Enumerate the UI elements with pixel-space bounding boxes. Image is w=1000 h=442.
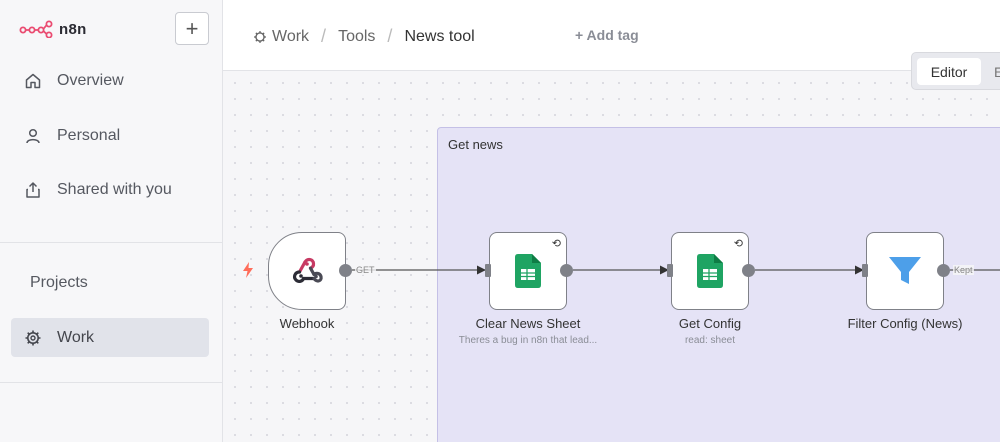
node-subtitle-get-config: read: sheet <box>684 335 736 346</box>
input-port[interactable] <box>862 264 868 277</box>
projects-heading: Projects <box>30 274 88 291</box>
breadcrumb-separator: / <box>321 26 327 46</box>
sidebar-item-label: Overview <box>57 72 124 89</box>
connection-label-get: GET <box>355 265 376 275</box>
view-tabs: Editor E <box>911 52 1000 90</box>
breadcrumb-separator: / <box>387 26 393 46</box>
sidebar: n8n + Overview Personal Shared with you … <box>0 0 223 442</box>
webhook-icon <box>293 257 323 284</box>
output-port[interactable] <box>560 264 573 277</box>
node-get-config[interactable]: ⟲ <box>671 232 749 310</box>
input-port[interactable] <box>485 264 491 277</box>
input-port[interactable] <box>667 264 673 277</box>
node-label-clear-news-sheet: Clear News Sheet <box>475 316 581 331</box>
tab-executions[interactable]: E <box>994 64 1000 80</box>
repeat-icon: ⟲ <box>551 238 561 250</box>
breadcrumb: Work / Tools / News tool <box>253 26 475 47</box>
sidebar-item-shared[interactable]: Shared with you <box>24 181 172 199</box>
connection-label-kept: Kept <box>953 265 974 275</box>
lightning-icon <box>243 262 253 278</box>
create-button[interactable]: + <box>175 12 209 45</box>
sidebar-item-overview[interactable]: Overview <box>24 72 124 90</box>
node-label-webhook: Webhook <box>279 316 335 331</box>
home-icon <box>25 73 41 89</box>
filter-icon <box>889 257 921 284</box>
breadcrumb-work[interactable]: Work <box>272 27 310 45</box>
node-filter-config[interactable] <box>866 232 944 310</box>
user-icon <box>26 128 40 144</box>
sidebar-divider <box>0 382 222 383</box>
sidebar-item-label: Personal <box>57 127 121 144</box>
sidebar-item-label: Work <box>57 328 95 346</box>
workflow-name[interactable]: News tool <box>404 27 475 45</box>
share-icon <box>26 182 40 198</box>
node-clear-news-sheet[interactable]: ⟲ <box>489 232 567 310</box>
sidebar-item-work[interactable]: Work <box>11 318 209 357</box>
output-port[interactable] <box>937 264 950 277</box>
sidebar-divider <box>0 242 222 243</box>
sidebar-item-personal[interactable]: Personal <box>24 127 120 145</box>
tab-editor[interactable]: Editor <box>917 58 981 85</box>
node-label-get-config: Get Config <box>678 316 742 331</box>
sticky-note-title: Get news <box>448 137 503 152</box>
node-label-filter-config: Filter Config (News) <box>847 316 963 331</box>
gear-icon <box>25 330 41 345</box>
google-sheets-icon <box>697 254 723 288</box>
node-subtitle-clear-news-sheet: Theres a bug in n8n that lead... <box>458 335 598 346</box>
n8n-logo[interactable]: n8n <box>19 20 87 38</box>
logo-text: n8n <box>59 20 87 38</box>
output-port[interactable] <box>339 264 352 277</box>
sidebar-item-label: Shared with you <box>57 181 172 198</box>
add-tag-button[interactable]: + Add tag <box>575 27 639 43</box>
gear-icon <box>254 30 266 43</box>
top-header: Work / Tools / News tool + Add tag <box>223 0 1000 71</box>
breadcrumb-tools[interactable]: Tools <box>338 27 376 45</box>
repeat-icon: ⟲ <box>733 238 743 250</box>
google-sheets-icon <box>515 254 541 288</box>
plus-icon: + <box>185 15 199 41</box>
n8n-logo-icon <box>19 20 53 38</box>
node-webhook[interactable] <box>268 232 346 310</box>
output-port[interactable] <box>742 264 755 277</box>
